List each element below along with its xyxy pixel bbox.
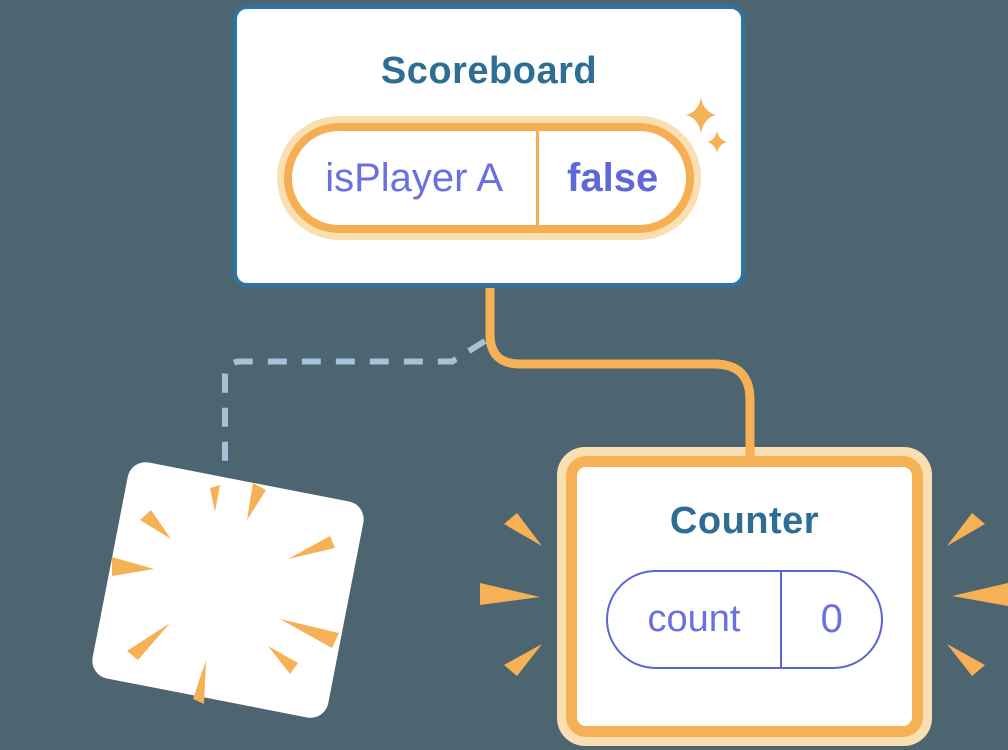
state-key-label: count [647, 598, 741, 640]
connector-kept-branch [485, 288, 755, 464]
emphasis-rays-left-icon [480, 513, 542, 676]
sparkles-icon [686, 98, 727, 153]
poof-burst-icon [112, 483, 339, 704]
emphasis-rays-right-icon [947, 513, 1008, 676]
connector-removed-branch-dashed [222, 338, 487, 461]
scoreboard-title: Scoreboard [380, 50, 598, 92]
scoreboard-component-card: Scoreboard isPlayer A false [233, 5, 745, 287]
counter-title: Counter [669, 500, 820, 542]
pill-divider [779, 572, 783, 667]
counter-component-card: Counter count 0 [557, 447, 932, 746]
state-key-label: isPlayer A [325, 155, 504, 200]
state-value-label: false [567, 155, 659, 200]
pill-divider [536, 131, 540, 225]
counter-state-pill: count 0 [606, 570, 883, 669]
scoreboard-state-pill: isPlayer A false [277, 116, 701, 240]
state-value-label: 0 [820, 597, 843, 641]
